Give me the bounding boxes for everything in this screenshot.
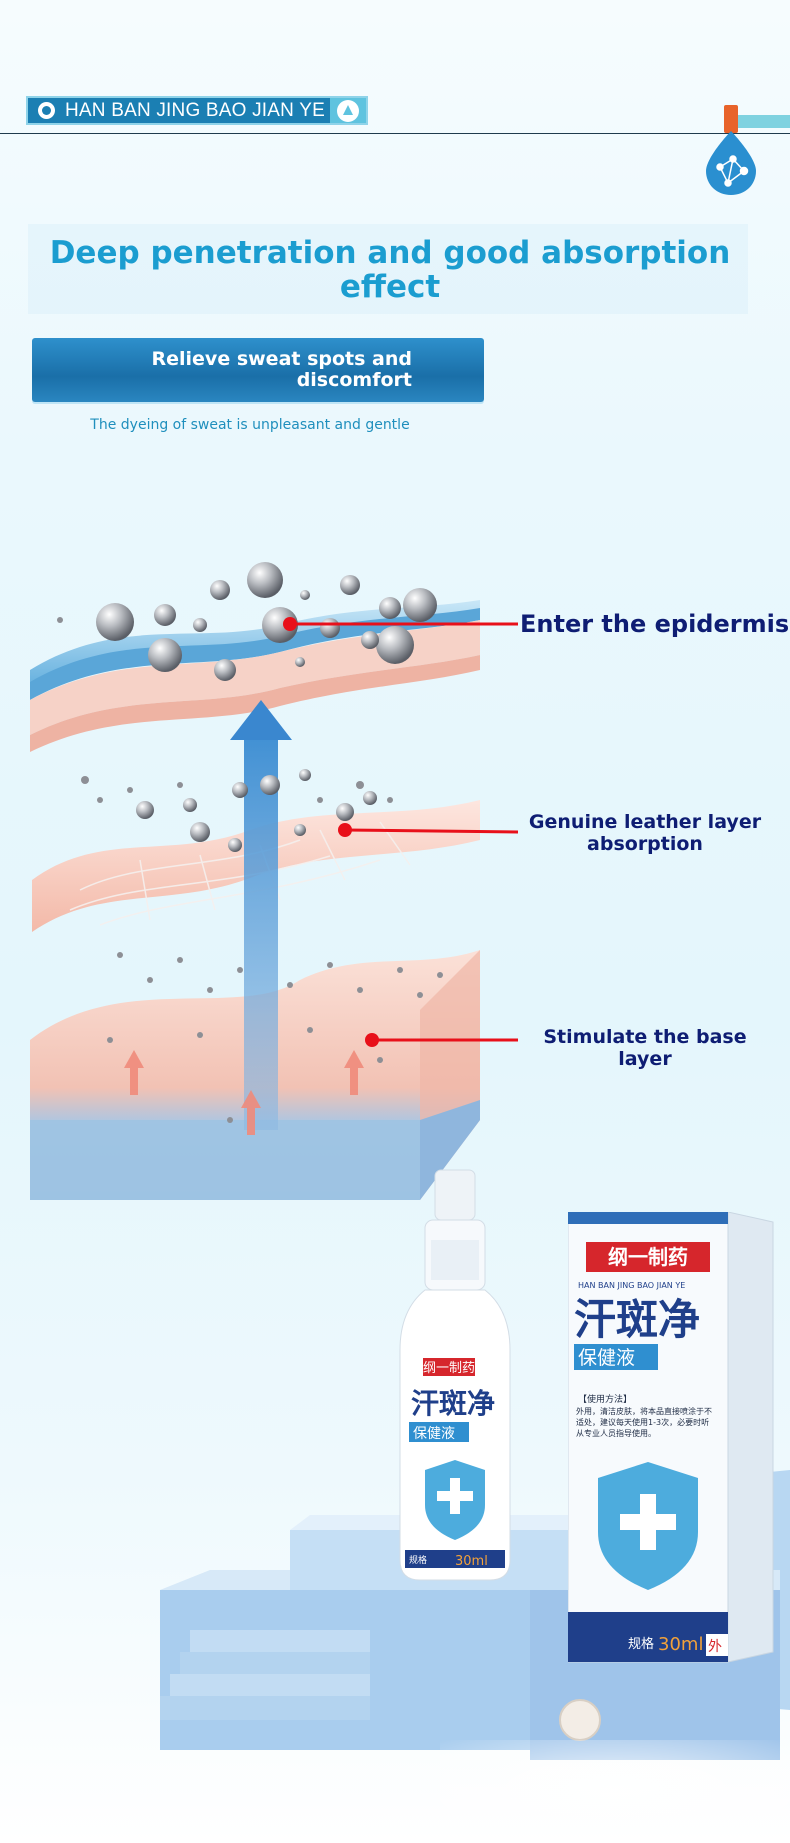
brand-banner: HAN BAN JING BAO JIAN YE <box>26 96 368 125</box>
box-product-type: 保健液 <box>578 1347 635 1369</box>
subtitle-bar <box>32 338 484 402</box>
water-drop-network-icon <box>706 105 756 195</box>
usage-title: 【使用方法】 <box>578 1393 632 1405</box>
bottom-fade <box>440 1740 790 1840</box>
skin-layers-illustration <box>30 562 519 1200</box>
box-brand: HAN BAN JING BAO JIAN YE <box>578 1281 685 1290</box>
product-box: 纲一制药 HAN BAN JING BAO JIAN YE 汗斑净 保健液 【使… <box>568 1212 774 1663</box>
header-divider <box>0 133 790 134</box>
box-volume: 30ml <box>658 1634 703 1655</box>
title-band <box>28 224 748 314</box>
bottle-company: 纲一制药 <box>423 1361 475 1376</box>
page-title: Deep penetration and good absorption eff… <box>49 235 731 305</box>
layer-label-dermis: Genuine leather layer absorption <box>528 811 762 855</box>
box-company: 纲一制药 <box>608 1245 688 1269</box>
brand-name: HAN BAN JING BAO JIAN YE <box>65 99 325 121</box>
box-external-mark: 外 <box>708 1639 722 1655</box>
layer-label-epidermis: Enter the epidermis <box>520 610 790 638</box>
box-spec: 规格 <box>628 1636 654 1652</box>
spray-bottle: 纲一制药 汗斑净 保健液 规格 30ml <box>399 1169 511 1581</box>
box-product-name: 汗斑净 <box>574 1295 700 1344</box>
usage-text: 外用，清洁皮肤，将本品直接喷涂于不适处，建议每天使用1-3次，必要时听从专业人员… <box>576 1407 712 1438</box>
bottle-product-type: 保健液 <box>413 1426 455 1442</box>
bottle-spec: 规格 <box>409 1554 427 1566</box>
tagline: The dyeing of sweat is unpleasant and ge… <box>90 417 410 433</box>
bottle-product-name: 汗斑净 <box>411 1387 495 1420</box>
triangle-logo-icon <box>330 98 366 123</box>
layer-label-base: Stimulate the base layer <box>543 1026 747 1070</box>
bottle-volume: 30ml <box>455 1554 488 1569</box>
decorative-strip <box>738 115 790 128</box>
badge-icon <box>38 102 55 119</box>
subtitle-text: Relieve sweat spots and discomfort <box>151 348 413 391</box>
